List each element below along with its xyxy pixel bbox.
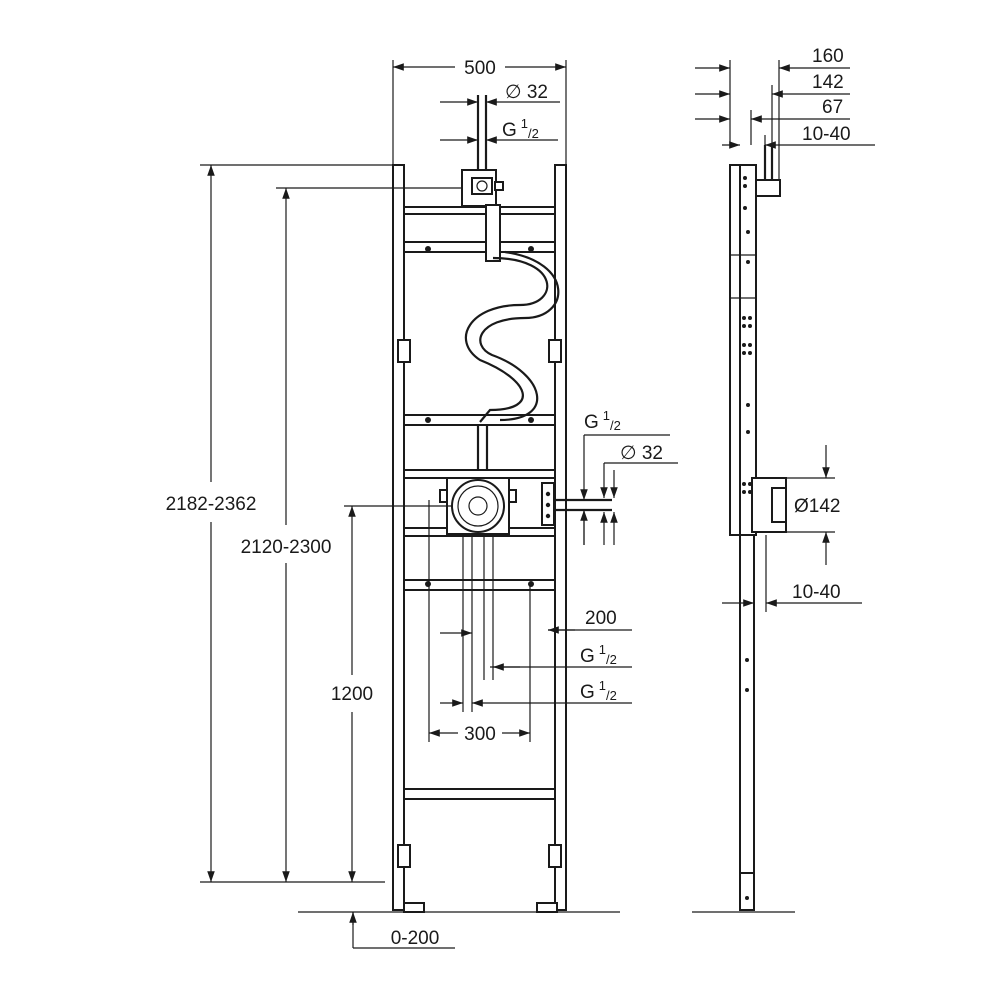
svg-text:G1/2: G1/2 <box>502 116 539 141</box>
side-thread-main: G <box>584 412 599 433</box>
height-total-label: 2182-2362 <box>166 494 257 515</box>
pipe-diameter-label: ∅ 32 <box>505 82 548 103</box>
flexible-hose <box>464 250 560 470</box>
top-connector-block <box>461 95 504 262</box>
dim-height-total: 2182-2362 <box>166 164 393 883</box>
depth-142-label: 142 <box>812 72 844 93</box>
dim-side-depths: 160 142 67 10-40 <box>695 46 875 180</box>
dim-pipe-diameter-top: ∅ 32 <box>440 82 560 106</box>
height-outlet-label: 1200 <box>331 684 373 705</box>
dim-spacing-300: 300 <box>428 500 531 745</box>
side-frame <box>729 145 787 911</box>
dim-offset-200: 200 <box>548 608 632 634</box>
spacing-300-label: 300 <box>464 724 496 745</box>
box-diameter-label: Ø142 <box>794 496 840 517</box>
depth-160-label: 160 <box>812 46 844 67</box>
height-inner-label: 2120-2300 <box>241 537 332 558</box>
svg-text:G1/2: G1/2 <box>580 678 617 703</box>
front-frame <box>392 164 567 913</box>
thread-top-main: G <box>502 120 517 141</box>
depth-bottom-range-label: 10-40 <box>792 582 841 603</box>
thread-top-den: /2 <box>528 126 539 141</box>
dim-height-outlet: 1200 <box>331 505 452 882</box>
dim-side-bottom-range: 10-40 <box>722 535 862 612</box>
depth-67-label: 67 <box>822 97 843 118</box>
lower-thread2-den: /2 <box>606 688 617 703</box>
lower-thread1-num: 1 <box>599 642 606 657</box>
lower-thread2-main: G <box>580 682 595 703</box>
thread-top-num: 1 <box>521 116 528 131</box>
dim-floor-adjust: 0-200 <box>349 912 455 949</box>
lower-thread1-main: G <box>580 646 595 667</box>
floor-adjust-label: 0-200 <box>391 928 440 949</box>
svg-text:G1/2: G1/2 <box>580 642 617 667</box>
dim-height-inner: 2120-2300 <box>241 187 462 882</box>
dim-width-500: 500 <box>392 58 567 165</box>
depth-top-range-label: 10-40 <box>802 124 851 145</box>
svg-text:G1/2: G1/2 <box>584 408 621 433</box>
side-thread-num: 1 <box>603 408 610 423</box>
offset-200-label: 200 <box>585 608 617 629</box>
side-thread-den: /2 <box>610 418 621 433</box>
dim-box-diameter: Ø142 <box>786 445 840 565</box>
side-diameter-label: ∅ 32 <box>620 443 663 464</box>
lower-thread2-num: 1 <box>599 678 606 693</box>
width-label: 500 <box>464 58 496 79</box>
lower-thread1-den: /2 <box>606 652 617 667</box>
dim-side-diameter: ∅ 32 <box>600 443 678 545</box>
